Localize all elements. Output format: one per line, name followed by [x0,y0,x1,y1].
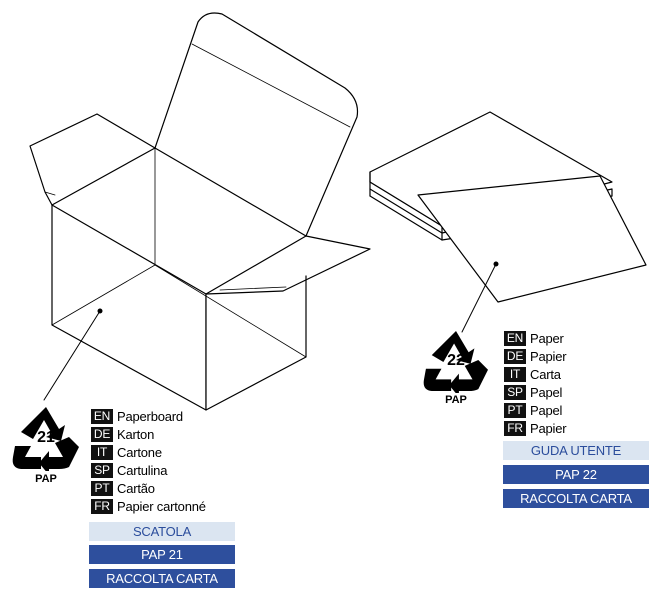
language-code: PT [91,480,113,496]
tag-collection: RACCOLTA CARTA [89,569,235,588]
tag-material-code: PAP 22 [503,465,649,484]
language-text: Carta [530,366,561,382]
language-code: IT [91,444,113,460]
language-text: Papier [530,420,567,436]
language-code: FR [91,498,113,514]
language-text: Papel [530,402,563,418]
language-text: Paper [530,330,564,346]
material-code: PAP [35,473,57,485]
recycle-symbol-paper: 22 [422,329,490,393]
language-code: IT [504,366,526,382]
recycle-number: 22 [447,352,465,369]
tag-material-code: PAP 21 [89,545,235,564]
language-text: Paperboard [117,408,183,424]
language-code: SP [504,384,526,400]
language-text: Papier cartonné [117,498,206,514]
language-text: Papel [530,384,563,400]
material-code: PAP [445,394,467,406]
paper-stack-drawing [369,111,647,333]
recycle-icon [423,330,488,393]
language-text: Cartone [117,444,162,460]
tag-collection: RACCOLTA CARTA [503,489,649,508]
language-code: PT [504,402,526,418]
open-box-drawing [29,12,371,411]
tag-item-type: SCATOLA [89,522,235,541]
language-code: DE [504,348,526,364]
language-text: Karton [117,426,155,442]
language-code: FR [504,420,526,436]
language-code: EN [91,408,113,424]
recycle-icon [12,407,79,471]
language-code: DE [91,426,113,442]
language-code: EN [504,330,526,346]
language-text: Cartão [117,480,155,496]
tag-item-type: GUDA UTENTE [503,441,649,460]
language-text: Cartulina [117,462,168,478]
recycle-symbol-box: 21 [11,405,81,471]
recycle-number: 21 [37,429,55,446]
language-code: SP [91,462,113,478]
language-text: Papier [530,348,567,364]
